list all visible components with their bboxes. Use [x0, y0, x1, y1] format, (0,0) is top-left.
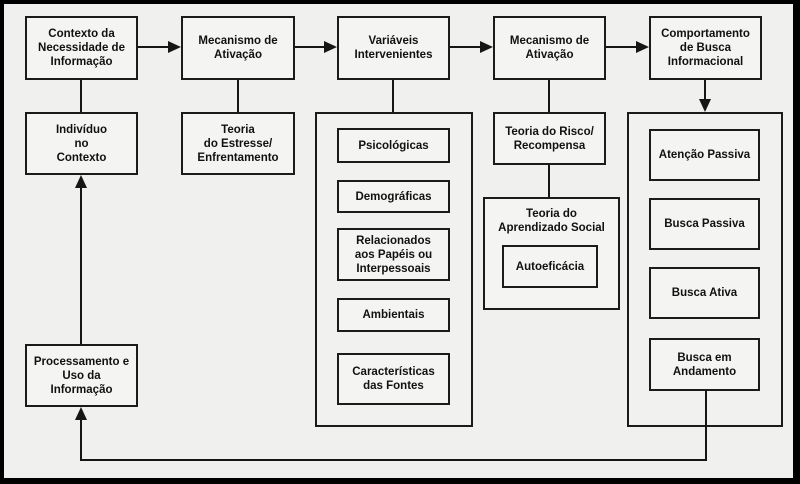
node-teoria-estresse: Teoria do Estresse/ Enfrentamento	[181, 112, 295, 175]
node-contexto-necessidade: Contexto da Necessidade de Informação	[25, 16, 138, 80]
node-processamento-uso: Processamento e Uso da Informação	[25, 344, 138, 407]
node-label: Teoria do Risco/ Recompensa	[505, 125, 594, 152]
node-atencao-passiva: Atenção Passiva	[649, 129, 760, 181]
node-label: Mecanismo de Ativação	[198, 35, 278, 61]
node-label: Teoria do Estresse/ Enfrentamento	[197, 123, 279, 164]
feedback-bottom-line	[80, 459, 707, 461]
node-label: Autoeficácia	[515, 260, 585, 273]
arrow-processamento-individuo-line	[80, 186, 82, 344]
arrow-contexto-mecanismo1-line	[138, 46, 171, 48]
node-autoeficacia: Autoeficácia	[502, 245, 598, 288]
node-mecanismo-ativacao-2: Mecanismo de Ativação	[493, 16, 606, 80]
arrow-feedback-processamento-head	[75, 407, 87, 420]
node-label: Características das Fontes	[352, 366, 435, 392]
arrow-variaveis-mecanismo2-head	[480, 41, 493, 53]
node-teoria-aprendizado: Teoria do Aprendizado Social Autoeficáci…	[483, 197, 620, 310]
arrow-variaveis-mecanismo2-line	[450, 46, 481, 48]
frame-border-top	[0, 0, 800, 4]
node-comportamento-busca: Comportamento de Busca Informacional	[649, 16, 762, 80]
node-mecanismo-ativacao-1: Mecanismo de Ativação	[181, 16, 295, 80]
arrow-feedback-processamento-line	[80, 418, 82, 461]
node-label: Psicológicas	[358, 139, 429, 152]
node-label: Comportamento de Busca Informacional	[661, 28, 750, 68]
node-label: Variáveis Intervenientes	[354, 35, 433, 61]
arrow-comportamento-grupo-line	[704, 80, 706, 100]
arrow-comportamento-grupo-head	[699, 99, 711, 112]
node-label: Relacionados aos Papéis ou Interpessoais	[354, 234, 433, 275]
arrow-mecanismo1-variaveis-head	[324, 41, 337, 53]
frame-border-left	[0, 0, 4, 484]
feedback-busca-down-line	[705, 391, 707, 461]
node-demograficas: Demográficas	[337, 180, 450, 213]
frame-border-bottom	[0, 478, 800, 484]
node-ambientais: Ambientais	[337, 298, 450, 332]
node-psicologicas: Psicológicas	[337, 128, 450, 163]
node-label: Ambientais	[362, 309, 425, 321]
node-label: Contexto da Necessidade de Informação	[38, 28, 125, 68]
node-label: Teoria do Aprendizado Social	[498, 208, 605, 234]
node-label: Atenção Passiva	[658, 149, 751, 161]
node-caracteristicas-fontes: Características das Fontes	[337, 353, 450, 405]
node-label: Busca Ativa	[671, 287, 738, 299]
arrow-mecanismo2-comportamento-line	[606, 46, 637, 48]
node-label: Busca Passiva	[664, 218, 745, 230]
node-relacionados-papeis: Relacionados aos Papéis ou Interpessoais	[337, 228, 450, 281]
arrow-mecanismo2-comportamento-head	[636, 41, 649, 53]
node-busca-ativa: Busca Ativa	[649, 267, 760, 319]
node-label: Busca em Andamento	[672, 351, 737, 378]
connector-mecanismo2-risco	[548, 80, 550, 113]
connector-variaveis-grupo	[392, 80, 394, 113]
node-variaveis-intervenientes: Variáveis Intervenientes	[337, 16, 450, 80]
node-label: Indivíduo no Contexto	[55, 123, 108, 164]
node-busca-passiva: Busca Passiva	[649, 198, 760, 250]
node-label: Processamento e Uso da Informação	[33, 355, 130, 396]
node-label: Demográficas	[355, 190, 432, 203]
arrow-mecanismo1-variaveis-line	[295, 46, 325, 48]
connector-risco-aprendizado	[548, 165, 550, 197]
node-label: Mecanismo de Ativação	[509, 35, 590, 61]
frame-border-right	[793, 0, 800, 484]
connector-contexto-individuo	[80, 80, 82, 112]
node-individuo-contexto: Indivíduo no Contexto	[25, 112, 138, 175]
node-busca-andamento: Busca em Andamento	[649, 338, 760, 391]
arrow-contexto-mecanismo1-head	[168, 41, 181, 53]
arrow-processamento-individuo-head	[75, 175, 87, 188]
node-teoria-risco: Teoria do Risco/ Recompensa	[493, 112, 606, 165]
connector-mecanismo1-estresse	[237, 80, 239, 112]
